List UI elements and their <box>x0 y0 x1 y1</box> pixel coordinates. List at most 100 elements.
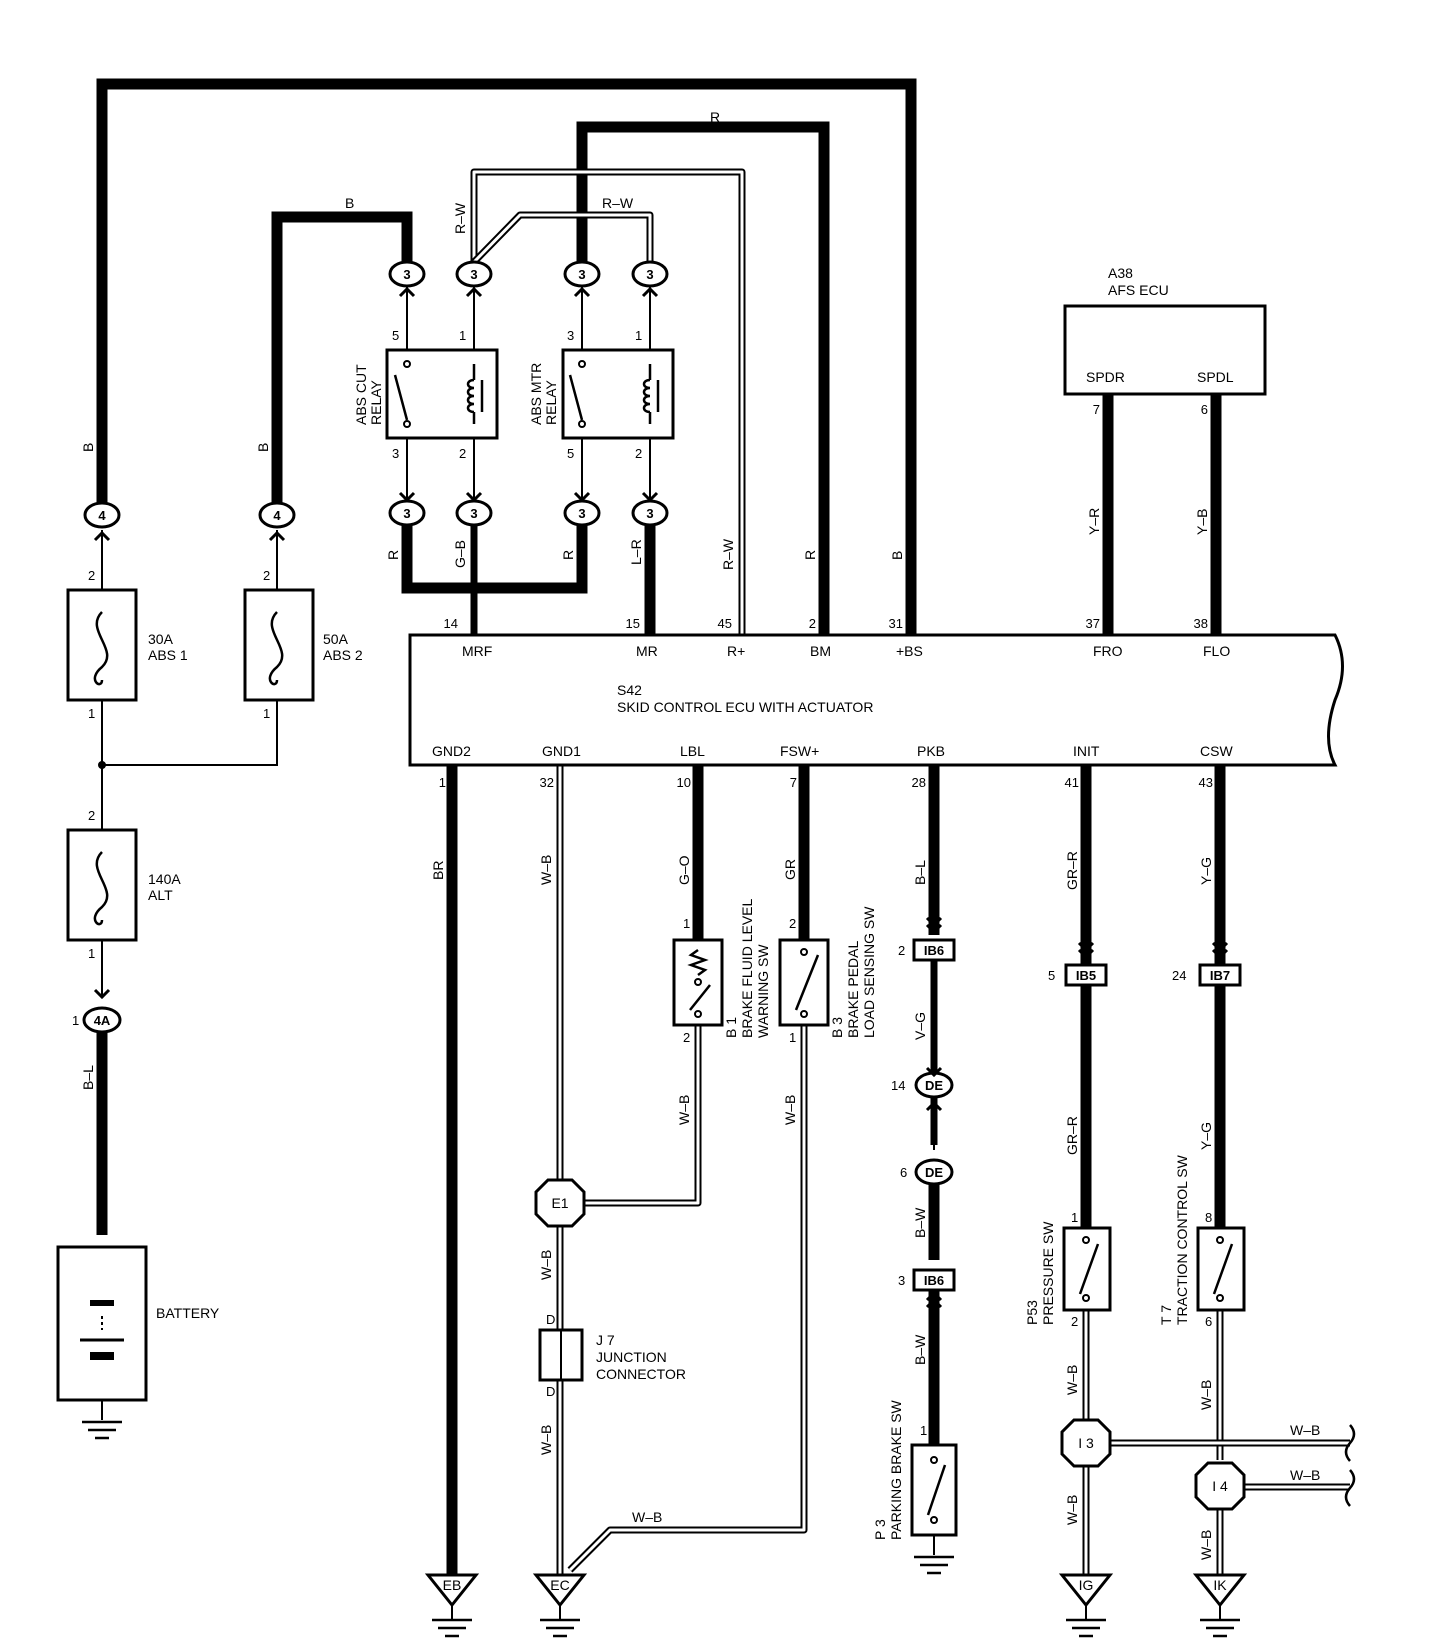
wire-label: G–O <box>676 855 692 885</box>
wire-r-relays <box>401 522 588 594</box>
fuse-abs1 <box>66 588 138 702</box>
wire-label: W–B <box>1198 1530 1214 1560</box>
wire-labels: B R R–W R–W B B R G–B R L–R R–W R B Y–R … <box>80 109 1320 1560</box>
ecu-pin-num: 2 <box>809 616 816 631</box>
brake-fluid-name-1: BRAKE FLUID LEVEL <box>739 899 755 1038</box>
parking-brake-switch <box>910 1443 958 1537</box>
wire-b-abs2 <box>271 211 413 505</box>
wire-label: B–L <box>80 1065 96 1090</box>
conn-label: 4 <box>98 508 106 523</box>
connector-arrows <box>93 286 1229 1309</box>
pin-number: 2 <box>898 943 905 958</box>
wire-label: BR <box>430 861 446 880</box>
ground-label-ik: IK <box>1213 1577 1227 1593</box>
ground-eb: EB <box>424 1573 480 1638</box>
wire-rw-inner <box>471 211 654 265</box>
pin-number: 1 <box>88 946 95 961</box>
wire-label: R–W <box>720 538 736 570</box>
brake-fluid-code: B 1 <box>723 1017 739 1038</box>
wire-r-bm <box>576 121 830 635</box>
fuse-alt-rating: 140A <box>148 871 181 887</box>
ground-label-ec: EC <box>550 1577 569 1593</box>
wire-label: W–B <box>1290 1467 1320 1483</box>
brake-pedal-code: B 3 <box>829 1017 845 1038</box>
pin-number: 2 <box>789 916 796 931</box>
ecu-pin-name: GND1 <box>542 743 581 759</box>
junction-code: J 7 <box>596 1332 615 1348</box>
ecu-pin-num: 43 <box>1199 775 1213 790</box>
ground-i4: I 4 <box>1194 1461 1246 1511</box>
brake-fluid-name-2: WARNING SW <box>755 944 771 1038</box>
conn-label: 3 <box>470 506 477 521</box>
pin-number: 1 <box>789 1030 796 1045</box>
pressure-switch <box>1062 1226 1112 1312</box>
wire-label: GR–R <box>1064 851 1080 890</box>
pressure-name: PRESSURE SW <box>1040 1221 1056 1325</box>
ecu-pin-name: +BS <box>896 643 923 659</box>
fuse-alt-name: ALT <box>148 887 173 903</box>
ecu-top-pins: 14 MRF 15 MR 45 R+ 2 BM 31 +BS 37 FRO 38… <box>444 616 1231 659</box>
conn-label: 4 <box>273 508 281 523</box>
wire-label: R <box>560 550 576 560</box>
brake-pedal-switch <box>778 938 830 1027</box>
wire-label: W–B <box>538 1425 554 1455</box>
wire-label: W–B <box>1064 1495 1080 1525</box>
junction-name-2: CONNECTOR <box>596 1366 686 1382</box>
component-labels: ABS CUT RELAY ABS MTR RELAY 30A ABS 1 50… <box>148 265 1190 1540</box>
ecu-pin-num: 45 <box>718 616 732 631</box>
junction-name-1: JUNCTION <box>596 1349 667 1365</box>
ground-i3: I 3 <box>1060 1418 1112 1468</box>
conn-label: 3 <box>578 506 585 521</box>
conn-label: 3 <box>646 506 653 521</box>
ground-battery <box>82 1420 122 1440</box>
conn-label: IB5 <box>1076 968 1096 983</box>
conn-label: IB6 <box>924 943 944 958</box>
fuse-abs2-rating: 50A <box>323 631 349 647</box>
pin-number: 1 <box>263 706 270 721</box>
pin-numbers: 5 1 3 1 3 2 5 2 2 2 1 1 2 1 1 1 2 2 1 2 … <box>72 328 1212 1438</box>
abs-cut-relay-label-1: ABS CUT <box>353 364 369 425</box>
wire-label: W–B <box>632 1509 662 1525</box>
wire-label: R–W <box>452 202 468 234</box>
ecu-pin-name: FSW+ <box>780 743 819 759</box>
pin-number: 3 <box>898 1273 905 1288</box>
afs-ecu-code: A38 <box>1108 265 1133 281</box>
brake-fluid-switch <box>672 938 724 1027</box>
pin-number: 1 <box>459 328 466 343</box>
wire-label: B–W <box>912 1334 928 1365</box>
conn-label: 3 <box>403 506 410 521</box>
ground-label-eb: EB <box>443 1577 462 1593</box>
wire-label: R–W <box>602 195 634 211</box>
pin-number: 1 <box>72 1013 79 1028</box>
conn-label: 3 <box>578 267 585 282</box>
pin-number: 2 <box>683 1030 690 1045</box>
ecu-pin-name: FLO <box>1203 643 1230 659</box>
wire-label: W–B <box>1064 1365 1080 1395</box>
conn-label: 3 <box>403 267 410 282</box>
rw-wires <box>470 168 746 635</box>
abs-cut-relay <box>385 348 499 440</box>
ecu-pin-num: 1 <box>439 775 446 790</box>
skid-ecu-name: SKID CONTROL ECU WITH ACTUATOR <box>617 699 873 715</box>
ecu-pin-num: 14 <box>444 616 458 631</box>
pin-number: 3 <box>567 328 574 343</box>
ecu-pin-name: CSW <box>1200 743 1233 759</box>
ecu-pin-num: 10 <box>677 775 691 790</box>
conn-label: 3 <box>646 267 653 282</box>
ground-ik: IK <box>1192 1573 1248 1638</box>
conn-label: DE <box>925 1165 943 1180</box>
pin-number: 2 <box>88 808 95 823</box>
pin-number: 5 <box>567 446 574 461</box>
wire-label: W–B <box>1290 1422 1320 1438</box>
pin-number: 14 <box>891 1078 905 1093</box>
wire-label: Y–B <box>1194 509 1210 535</box>
fuse-abs2 <box>243 588 315 702</box>
pin-number: 2 <box>263 568 270 583</box>
ecu-pin-name: LBL <box>680 743 705 759</box>
ecu-pin-name: R+ <box>727 643 745 659</box>
ground-ig: IG <box>1058 1573 1114 1638</box>
pin-number: 6 <box>900 1165 907 1180</box>
wire-label: GR <box>782 859 798 880</box>
pin-number: 2 <box>635 446 642 461</box>
